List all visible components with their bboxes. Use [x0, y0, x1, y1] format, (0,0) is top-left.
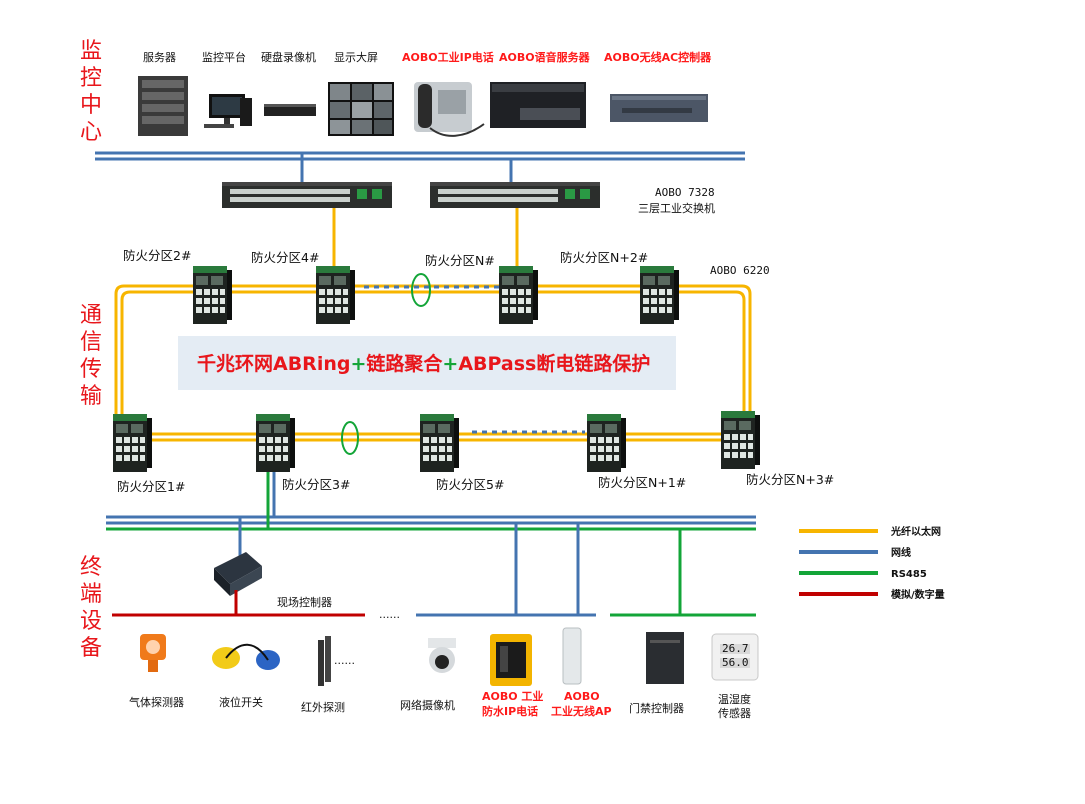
server-icon: [138, 76, 188, 136]
access-controller-label: 门禁控制器: [629, 701, 684, 715]
section-terminal: 终端 设备: [80, 555, 109, 661]
zone-n1-label: 防火分区N+1#: [598, 475, 686, 490]
zone-1-label: 防火分区1#: [117, 479, 185, 494]
field-controller-icon: [214, 552, 262, 596]
zone-4-label: 防火分区4#: [251, 250, 319, 265]
ring-switch-zone-n3: [721, 411, 760, 469]
ring-switch-zone-n2: [640, 266, 679, 324]
core-switch-2: [430, 182, 600, 208]
section-terminal-label: 终端 设备: [80, 555, 109, 661]
section-monitor-label: 监控 中心: [80, 39, 109, 145]
th-reading-bottom: 56.0: [722, 656, 749, 669]
ring-switch-zone-4: [316, 266, 355, 324]
infrared-ellipsis: ......: [334, 654, 355, 667]
banner-plus-2: +: [442, 353, 458, 375]
server-label: 服务器: [143, 51, 176, 64]
banner-part-ring: 千兆环网ABRing: [197, 353, 350, 375]
zone-5-label: 防火分区5#: [436, 477, 504, 492]
monitor-platform-icon: [204, 94, 252, 128]
gas-detector-icon: [140, 634, 166, 672]
core-switch-desc: 三层工业交换机: [638, 201, 715, 215]
ring-switch-zone-2: [193, 266, 232, 324]
voice-server-icon: [490, 82, 586, 128]
ring-switch-zone-3: [256, 414, 295, 472]
zone-2-label: 防火分区2#: [123, 248, 191, 263]
ap-label-1: AOBO: [564, 690, 600, 703]
link-aggregation-marker-top: [411, 273, 431, 307]
ap-label-2: 工业无线AP: [551, 704, 612, 718]
ring-switch-zone-n1: [587, 414, 626, 472]
voice-server-label: AOBO语音服务器: [499, 50, 591, 64]
banner-box: [178, 336, 676, 390]
ring-switch-zone-n: [499, 266, 538, 324]
zone-n3-label: 防火分区N+3#: [746, 472, 834, 487]
zone-3-label: 防火分区3#: [282, 477, 350, 492]
camera-label: 网络摄像机: [400, 698, 455, 712]
ip-phone-label: AOBO工业IP电话: [402, 50, 494, 64]
bus-ellipsis: ......: [379, 608, 400, 621]
ac-controller-label: AOBO无线AC控制器: [604, 50, 712, 64]
banner-part-aggregation: 链路聚合: [366, 352, 443, 375]
banner-plus-1: +: [350, 353, 366, 375]
section-comm-label: 通信 传输: [80, 303, 109, 409]
network-camera-icon: [428, 638, 456, 673]
level-switch-icon: [212, 643, 280, 670]
th-reading-top: 26.7: [722, 642, 749, 655]
ip-phone-icon: [414, 82, 485, 137]
platform-label: 监控平台: [202, 50, 246, 64]
th-sensor-label-2: 传感器: [718, 707, 751, 720]
ring-switch-zone-5: [420, 414, 459, 472]
screen-label: 显示大屏: [334, 50, 378, 64]
waterproof-ip-phone-icon: [490, 634, 532, 686]
access-controller-icon: [646, 632, 684, 684]
section-communication: 通信 传输: [80, 303, 109, 409]
th-sensor-label-1: 温湿度: [718, 692, 751, 706]
gas-detector-label: 气体探测器: [129, 695, 184, 709]
wireless-ap-icon: [562, 627, 582, 685]
ring-switch-model: AOBO 6220: [710, 264, 770, 277]
zone-n-label: 防火分区N#: [425, 253, 495, 268]
level-switch-label: 液位开关: [219, 695, 263, 709]
infrared-detector-icon: [318, 636, 331, 686]
nvr-icon: [264, 104, 316, 116]
legend-label: 光纤以太网: [890, 525, 941, 538]
banner-part-abpass: ABPass断电链路保护: [458, 352, 650, 375]
nvr-label: 硬盘录像机: [261, 50, 316, 64]
link-aggregation-marker-bottom: [341, 421, 359, 455]
core-switch-1: [222, 182, 392, 208]
display-wall-icon: [328, 82, 394, 136]
temp-humidity-sensor-icon: 26.7 56.0: [711, 633, 759, 681]
legend-label: 网线: [891, 546, 911, 559]
field-controller-label: 现场控制器: [277, 595, 332, 609]
core-switch-model: AOBO 7328: [655, 186, 715, 199]
zone-n2-label: 防火分区N+2#: [560, 250, 648, 265]
infrared-label: 红外探测: [301, 701, 345, 714]
legend-label: RS485: [891, 569, 927, 580]
banner-text: 千兆环网ABRing+链路聚合+ABPass断电链路保护: [197, 352, 650, 375]
legend-label: 模拟/数字量: [891, 588, 945, 601]
section-monitor-center: 监控 中心: [80, 39, 109, 145]
phone-label-1: AOBO 工业: [482, 689, 543, 703]
phone-label-2: 防水IP电话: [482, 704, 538, 718]
ac-controller-icon: [610, 94, 708, 122]
ring-switch-zone-1: [113, 414, 152, 472]
